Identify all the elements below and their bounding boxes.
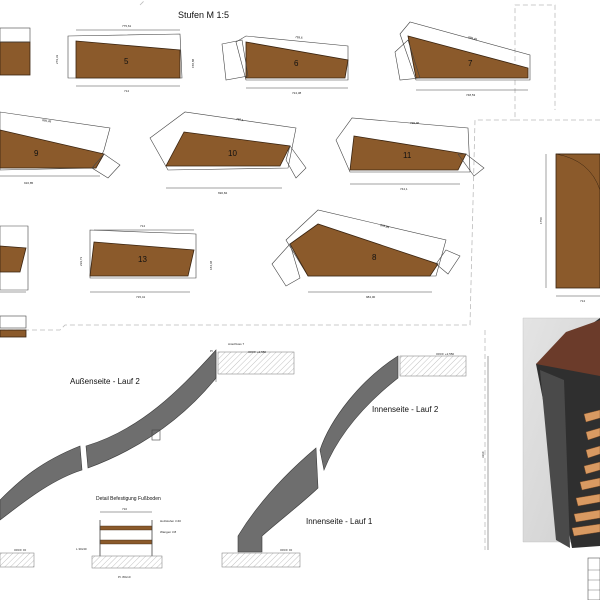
step-8: 984,00 878,99 8 <box>271 209 461 299</box>
dim-step-13-width: 715,41 <box>136 295 146 299</box>
dim-step-11-width: 744,1 <box>400 187 408 191</box>
section-divider-top <box>0 4 556 331</box>
step-13-label: 13 <box>138 255 147 264</box>
step-partial-mid-left <box>0 225 29 293</box>
dim-step-13-left: 239,73 <box>79 256 83 266</box>
step-6: 724,38 799,6 6 <box>221 35 349 95</box>
step-10-label: 10 <box>228 149 237 158</box>
label-pl: Pl <box>210 349 213 353</box>
dim-step-5-top: 775,61 <box>122 24 132 28</box>
sheet-title: Stufen M 1:5 <box>178 10 229 20</box>
render-3d <box>522 317 600 548</box>
step-5-label: 5 <box>124 57 129 66</box>
dim-step-7-top: 889,49 <box>468 35 478 41</box>
step-partial-top-left <box>0 27 31 76</box>
dim-step-5-right: 158,88 <box>191 58 195 68</box>
step-11-label: 11 <box>403 151 412 160</box>
dim-step-9-top: 889,48 <box>42 118 52 124</box>
detail-wangen: Wangen t=8 <box>160 530 176 534</box>
dim-step-13-top: 714 <box>140 224 145 228</box>
dim-step-10-width: 690,84 <box>218 191 228 195</box>
dim-step-7-width: 748,53 <box>466 93 476 97</box>
detail-floor-fixing: Detail Befestigung Fußboden 710 Holzstuf… <box>76 496 181 579</box>
detail-title: Detail Befestigung Fußboden <box>96 496 161 502</box>
dim-step-8-width: 984,00 <box>366 295 376 299</box>
dim-plan-height: 1750 <box>539 217 543 224</box>
step-6-label: 6 <box>294 59 299 68</box>
step-8-label: 8 <box>372 253 377 262</box>
step-9: 916,85 889,48 9 <box>0 111 121 185</box>
dim-step-11-top: 735,96 <box>410 121 420 125</box>
title-block <box>587 557 600 600</box>
label-okff-floor-left: OKFF ±0 <box>14 548 26 552</box>
step-11: 744,1 735,96 11 <box>335 117 485 191</box>
detail-l-profile: L 30x30 <box>76 547 87 551</box>
step-7: 748,53 889,49 7 <box>394 21 531 97</box>
label-okff-inner: OKFF +2,550 <box>436 352 454 356</box>
dim-step-10-top: 769,1 <box>236 117 244 122</box>
dim-plan-width: 714 <box>580 299 585 303</box>
label-anschluss: Anschluss 7 <box>228 342 245 346</box>
dim-step-5-width: 714 <box>124 89 129 93</box>
dim-step-13-right: 184,48 <box>209 260 213 270</box>
floor-left: OKFF ±0 <box>0 548 35 568</box>
stringer-outer-run-2: Außenseite - Lauf 2 Anschluss 7 Pl OKFF … <box>0 342 295 521</box>
step-partial-bottom-left <box>0 315 27 338</box>
step-9-label: 9 <box>34 149 39 158</box>
step-5: 714 775,61 279,33 158,88 5 <box>55 24 195 93</box>
dim-total-height: 3110 <box>481 451 485 458</box>
label-outer-run-2: Außenseite - Lauf 2 <box>70 377 140 386</box>
step-7-label: 7 <box>468 59 473 68</box>
dim-step-9-width: 916,85 <box>24 181 34 185</box>
label-okff-floor-right: OKFF ±0 <box>280 548 292 552</box>
floor-right: OKFF ±0 <box>221 548 301 568</box>
detail-holzstufen: Holzstufen t=40 <box>160 519 181 523</box>
dim-step-8-top: 878,99 <box>380 223 390 229</box>
section-divider-left <box>139 0 146 6</box>
label-okff-outer: OKFF +2,550 <box>248 350 266 354</box>
stringer-inner-run-1: Innenseite - Lauf 1 <box>237 447 373 553</box>
dim-step-6-width: 724,38 <box>292 91 302 95</box>
step-10: 690,84 769,1 10 <box>149 111 307 195</box>
label-inner-run-2: Innenseite - Lauf 2 <box>372 405 439 414</box>
stringer-inner-run-2: Innenseite - Lauf 2 OKFF +2,550 3110 <box>319 352 489 550</box>
label-inner-run-1: Innenseite - Lauf 1 <box>306 517 373 526</box>
detail-width: 710 <box>122 507 127 511</box>
dim-step-5-left: 279,33 <box>55 54 59 64</box>
detail-pl-foot: Pl. 80x10 <box>118 575 131 579</box>
plan-view: 1750 714 <box>539 153 600 303</box>
step-13: 715,41 714 239,73 184,48 13 <box>79 224 213 299</box>
dim-step-6-top: 799,6 <box>295 35 303 40</box>
